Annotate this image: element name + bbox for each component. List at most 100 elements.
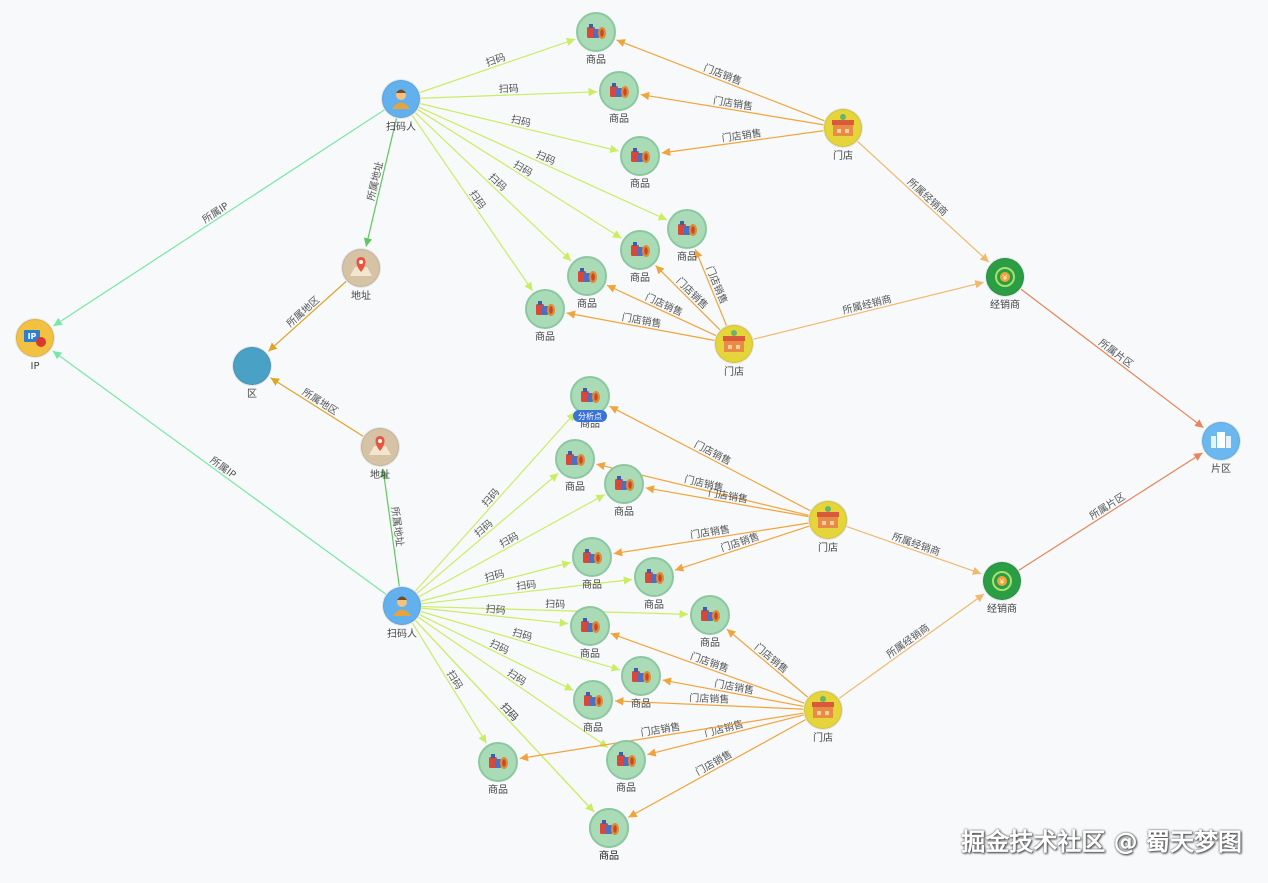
- edge-line[interactable]: [640, 91, 824, 126]
- edge-scan[interactable]: 扫码: [414, 411, 576, 592]
- edge-district[interactable]: 所属地区: [267, 280, 347, 352]
- node-product[interactable]: 商品: [478, 742, 518, 796]
- edge-line[interactable]: [418, 616, 609, 749]
- node-product[interactable]: 商品: [599, 71, 639, 125]
- edge-dealer[interactable]: 所属经销商: [846, 526, 982, 575]
- node-area[interactable]: 片区: [1201, 421, 1241, 475]
- edge-line[interactable]: [421, 607, 569, 627]
- edge-line[interactable]: [616, 39, 825, 122]
- edge-line[interactable]: [645, 485, 809, 518]
- edge-line[interactable]: [420, 103, 619, 154]
- edge-address[interactable]: 所属地址: [363, 118, 397, 247]
- edge-scan[interactable]: 扫码: [411, 115, 534, 292]
- edge-line[interactable]: [415, 620, 595, 813]
- edge-dealer[interactable]: 所属经销商: [838, 593, 985, 699]
- edge-line[interactable]: [419, 494, 606, 597]
- node-product[interactable]: 商品: [604, 464, 644, 518]
- edge-line[interactable]: [411, 115, 534, 292]
- analysis-point-badge[interactable]: 分析点: [573, 410, 607, 422]
- edge-line[interactable]: [753, 280, 984, 340]
- edge-line[interactable]: [419, 614, 574, 691]
- node-product[interactable]: 商品: [567, 256, 607, 310]
- edge-scan[interactable]: 扫码: [411, 622, 487, 744]
- edge-scan[interactable]: 扫码: [420, 103, 619, 154]
- edge-line[interactable]: [609, 405, 811, 512]
- edge-line[interactable]: [380, 468, 400, 587]
- edge-scan[interactable]: 扫码: [417, 109, 622, 239]
- node-product[interactable]: 商品: [570, 606, 610, 660]
- node-product[interactable]: 商品: [555, 439, 595, 493]
- edge-line[interactable]: [421, 611, 621, 672]
- edge-line[interactable]: [838, 593, 985, 699]
- edge-line[interactable]: [627, 719, 806, 818]
- edge-line[interactable]: [414, 411, 576, 592]
- edge-scan[interactable]: 扫码: [420, 82, 598, 99]
- edge-line[interactable]: [421, 560, 571, 602]
- edge-sale[interactable]: 门店销售: [616, 39, 825, 122]
- edge-sale[interactable]: 门店销售: [694, 249, 730, 326]
- edge-line[interactable]: [857, 141, 990, 263]
- node-product[interactable]: 商品: [525, 289, 565, 343]
- node-product[interactable]: 商品: [667, 209, 707, 263]
- edge-line[interactable]: [662, 677, 804, 707]
- node-district[interactable]: 区: [232, 346, 272, 400]
- edge-line[interactable]: [1020, 288, 1204, 429]
- node-store[interactable]: 门店: [803, 690, 843, 744]
- edge-line[interactable]: [421, 576, 633, 605]
- edge-sale[interactable]: 门店销售: [613, 522, 809, 557]
- edge-line[interactable]: [519, 712, 804, 762]
- edge-line[interactable]: [418, 106, 668, 221]
- node-address[interactable]: 地址: [341, 248, 381, 302]
- edge-sale[interactable]: 门店销售: [519, 712, 804, 762]
- edge-line[interactable]: [420, 87, 598, 99]
- edge-scan[interactable]: 扫码: [421, 576, 633, 605]
- edge-line[interactable]: [53, 109, 385, 327]
- node-product[interactable]: 商品: [634, 557, 674, 611]
- edge-line[interactable]: [419, 37, 576, 94]
- edge-ip[interactable]: 所属IP: [52, 350, 387, 595]
- node-dealer[interactable]: ¥经销商: [985, 257, 1025, 311]
- node-product[interactable]: 商品: [573, 680, 613, 734]
- edge-line[interactable]: [655, 265, 721, 331]
- edge-line[interactable]: [846, 526, 982, 575]
- edge-area[interactable]: 所属片区: [1018, 452, 1203, 571]
- edge-area[interactable]: 所属片区: [1020, 288, 1204, 429]
- node-circle[interactable]: [232, 346, 272, 386]
- node-store[interactable]: 门店: [823, 108, 863, 162]
- edge-line[interactable]: [411, 622, 487, 744]
- edge-line[interactable]: [417, 109, 622, 239]
- node-store[interactable]: 门店: [714, 324, 754, 378]
- edge-line[interactable]: [726, 628, 809, 698]
- edge-line[interactable]: [674, 525, 810, 572]
- edge-line[interactable]: [566, 310, 715, 341]
- node-product[interactable]: 商品: [576, 12, 616, 66]
- edge-scan[interactable]: 扫码: [415, 112, 572, 262]
- edge-scan[interactable]: 扫码: [421, 597, 689, 619]
- node-product[interactable]: 商品: [620, 136, 660, 190]
- node-product[interactable]: 商品: [620, 230, 660, 284]
- edge-district[interactable]: 所属地区: [270, 377, 364, 437]
- node-product[interactable]: 商品: [572, 537, 612, 591]
- edge-line[interactable]: [610, 632, 805, 704]
- node-product[interactable]: 商品: [621, 656, 661, 710]
- edge-dealer[interactable]: 所属经销商: [753, 280, 984, 340]
- edge-dealer[interactable]: 所属经销商: [857, 141, 990, 263]
- edge-line[interactable]: [613, 522, 809, 557]
- edge-line[interactable]: [415, 112, 572, 262]
- edge-line[interactable]: [661, 130, 824, 157]
- node-product[interactable]: 商品: [589, 808, 629, 862]
- node-scanner[interactable]: 扫码人: [382, 586, 422, 640]
- edge-sale[interactable]: 门店销售: [662, 677, 804, 707]
- edge-line[interactable]: [606, 284, 717, 337]
- edge-line[interactable]: [416, 472, 559, 594]
- edge-sale[interactable]: 门店销售: [661, 126, 824, 157]
- edge-scan[interactable]: 扫码: [419, 37, 576, 94]
- node-product[interactable]: 商品: [690, 595, 730, 649]
- edge-line[interactable]: [267, 280, 347, 352]
- node-store[interactable]: 门店: [808, 500, 848, 554]
- edge-sale[interactable]: 门店销售: [645, 485, 809, 518]
- node-product[interactable]: 商品: [606, 740, 646, 794]
